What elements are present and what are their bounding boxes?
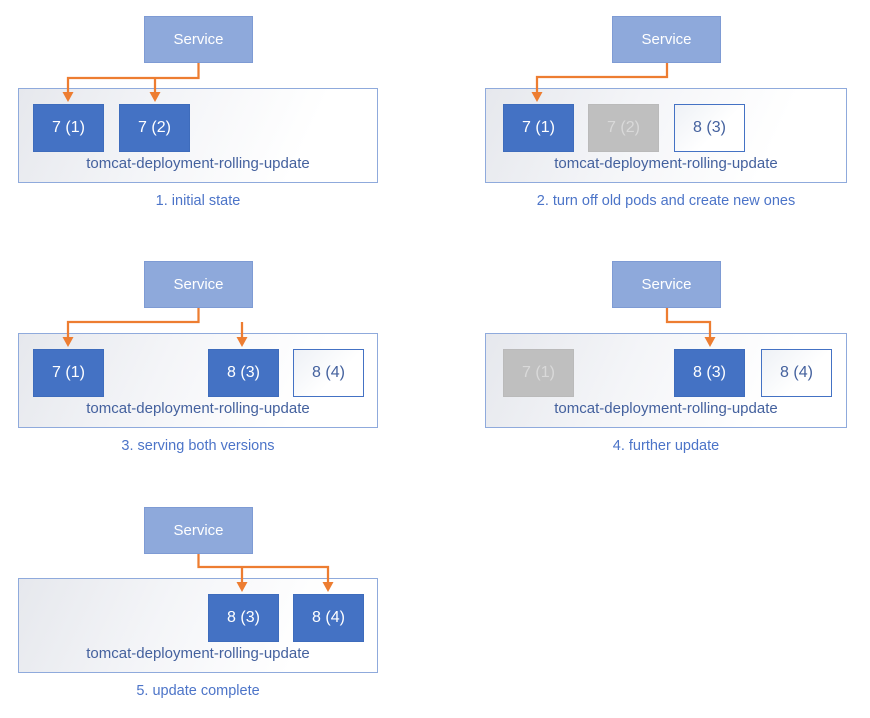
pod-label: 8 (4) (780, 364, 813, 381)
service-label: Service (173, 522, 224, 539)
service-label: Service (641, 276, 692, 293)
pod: 8 (3) (674, 349, 745, 397)
service-box: Service (612, 16, 721, 63)
pod: 8 (3) (208, 349, 279, 397)
pod-label: 7 (2) (138, 119, 171, 136)
pod: 7 (1) (503, 349, 574, 397)
service-label: Service (641, 31, 692, 48)
pod-label: 8 (4) (312, 364, 345, 381)
stage-caption: 4. further update (612, 438, 720, 454)
pod-label: 8 (3) (693, 119, 726, 136)
pod-label: 7 (1) (522, 119, 555, 136)
deployment-label: tomcat-deployment-rolling-update (86, 645, 310, 662)
service-box: Service (144, 507, 253, 554)
pod-label: 7 (1) (522, 364, 555, 381)
deployment-label: tomcat-deployment-rolling-update (554, 155, 778, 172)
deployment-box: 8 (3) 8 (4) tomcat-deployment-rolling-up… (18, 578, 378, 673)
pod-label: 7 (1) (52, 364, 85, 381)
deployment-box: 7 (1) 7 (2) 8 (3) tomcat-deployment-roll… (485, 88, 847, 183)
pod: 8 (4) (761, 349, 832, 397)
pod: 7 (1) (33, 104, 104, 152)
pod: 7 (2) (588, 104, 659, 152)
pod-label: 8 (4) (312, 609, 345, 626)
pod-label: 8 (3) (227, 364, 260, 381)
pod: 8 (3) (208, 594, 279, 642)
pod: 8 (3) (674, 104, 745, 152)
stage-caption: 3. serving both versions (121, 438, 275, 454)
pod: 7 (1) (503, 104, 574, 152)
deployment-label: tomcat-deployment-rolling-update (86, 400, 310, 417)
pod-label: 7 (2) (607, 119, 640, 136)
deployment-label: tomcat-deployment-rolling-update (86, 155, 310, 172)
pod: 7 (1) (33, 349, 104, 397)
pod: 7 (2) (119, 104, 190, 152)
deployment-box: 7 (1) 7 (2) tomcat-deployment-rolling-up… (18, 88, 378, 183)
service-box: Service (144, 261, 253, 308)
pod: 8 (4) (293, 594, 364, 642)
deployment-box: 7 (1) 8 (3) 8 (4) tomcat-deployment-roll… (485, 333, 847, 428)
pod-label: 8 (3) (693, 364, 726, 381)
service-label: Service (173, 31, 224, 48)
service-label: Service (173, 276, 224, 293)
deployment-box: 7 (1) 8 (3) 8 (4) tomcat-deployment-roll… (18, 333, 378, 428)
pod: 8 (4) (293, 349, 364, 397)
stage-caption: 2. turn off old pods and create new ones (536, 193, 796, 209)
pod-label: 8 (3) (227, 609, 260, 626)
service-box: Service (144, 16, 253, 63)
stage-caption: 5. update complete (136, 683, 260, 699)
deployment-label: tomcat-deployment-rolling-update (554, 400, 778, 417)
pod-label: 7 (1) (52, 119, 85, 136)
stage-caption: 1. initial state (155, 193, 241, 209)
service-box: Service (612, 261, 721, 308)
